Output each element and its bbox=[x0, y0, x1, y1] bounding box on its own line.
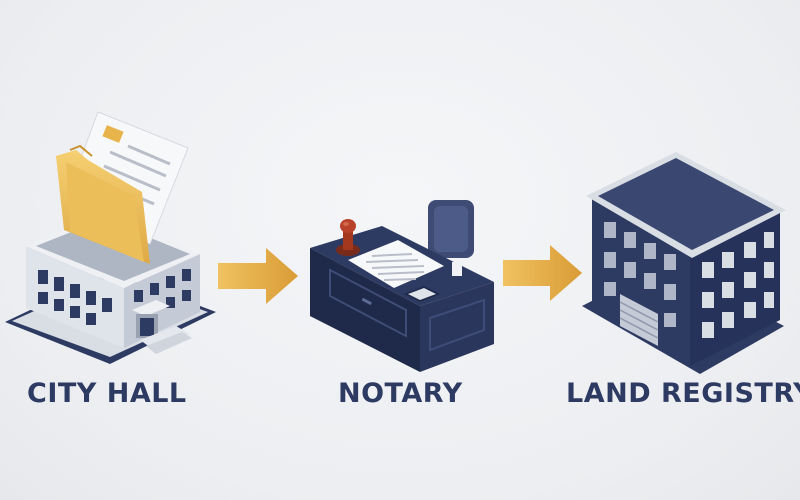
arrow-right-1 bbox=[218, 248, 298, 304]
notary-desk-with-stamp-icon bbox=[310, 200, 494, 372]
step-label-city-hall: CITY HALL bbox=[27, 378, 187, 409]
land-registry-building-icon bbox=[582, 152, 786, 374]
city-hall-building-with-folder-icon bbox=[5, 111, 216, 364]
arrow-right-2 bbox=[503, 245, 582, 301]
step-label-notary: NOTARY bbox=[338, 378, 463, 409]
step-label-land-registry: LAND REGISTRY bbox=[566, 378, 800, 409]
